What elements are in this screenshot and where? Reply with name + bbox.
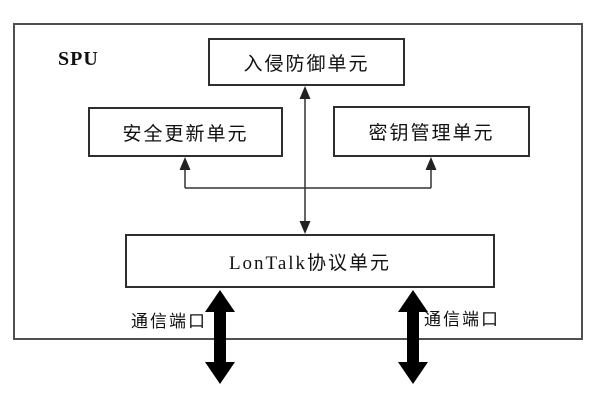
block-key-management-label: 密钥管理单元	[368, 123, 495, 144]
spu-container-label: SPU	[58, 48, 99, 70]
block-security-update-unit: 安全更新单元	[88, 107, 283, 157]
comm-port-label-left: 通信端口	[131, 312, 207, 331]
block-security-update-label: 安全更新单元	[122, 123, 249, 145]
block-key-management-unit: 密钥管理单元	[333, 106, 530, 157]
block-lontalk-protocol-label: LonTalk协议单元	[228, 252, 392, 274]
comm-port-label-right: 通信端口	[424, 310, 500, 329]
block-intrusion-prevention-label: 入侵防御单元	[243, 53, 370, 75]
block-lontalk-protocol-unit: LonTalk协议单元	[125, 234, 495, 288]
block-intrusion-prevention-unit: 入侵防御单元	[208, 38, 405, 86]
